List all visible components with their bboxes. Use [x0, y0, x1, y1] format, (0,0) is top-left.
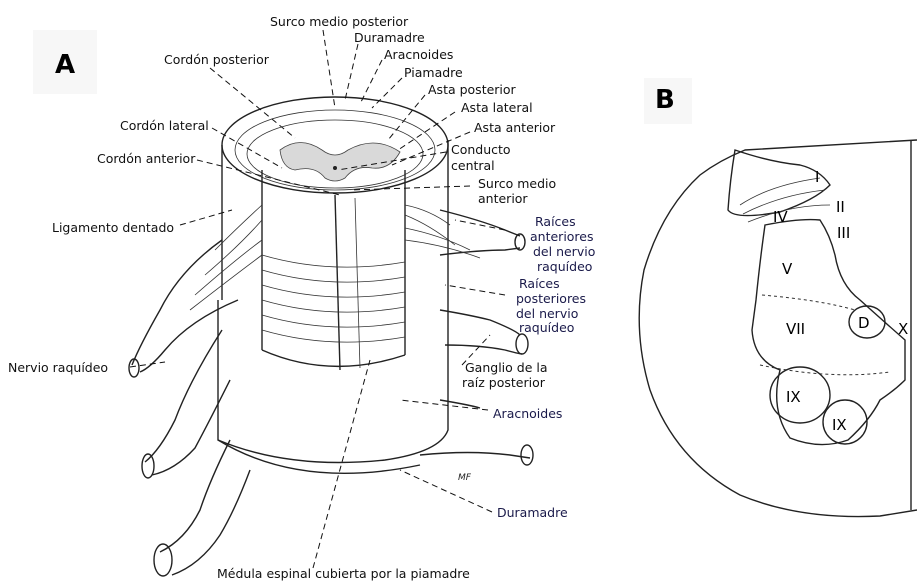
label-ligamento-dentado: Ligamento dentado	[52, 220, 174, 235]
lamina-ix-2: IX	[832, 416, 847, 434]
lamina-x: X	[898, 320, 908, 338]
signature: MF	[458, 473, 472, 483]
label-raices-posteriores-1: Raíces	[519, 276, 560, 291]
label-asta-anterior: Asta anterior	[474, 120, 556, 135]
label-raices-anteriores-4: raquídeo	[537, 259, 592, 274]
label-surco-medio-anterior-2: anterior	[478, 191, 528, 206]
nerve-sleeves-right	[420, 210, 533, 465]
nerve-sleeves-left	[129, 240, 250, 576]
lamina-ix-1: IX	[786, 388, 801, 406]
panel-a-letter: A	[55, 50, 75, 80]
label-ganglio-1: Ganglio de la	[465, 360, 548, 375]
label-duramadre-top: Duramadre	[354, 30, 425, 45]
dura-sleeve	[218, 300, 448, 473]
label-asta-posterior: Asta posterior	[428, 82, 517, 97]
lamina-i: I	[815, 168, 819, 186]
label-raices-posteriores-4: raquídeo	[519, 320, 574, 335]
label-cordon-lateral: Cordón lateral	[120, 118, 209, 133]
lamina-d: D	[858, 314, 870, 332]
lamina-vii: VII	[786, 320, 805, 338]
label-aracnoides-top: Aracnoides	[384, 47, 453, 62]
label-raices-anteriores-2: anteriores	[530, 229, 594, 244]
lamina-iii: III	[837, 224, 850, 242]
label-ganglio-2: raíz posterior	[462, 375, 546, 390]
panel-b-letter: B	[655, 85, 675, 115]
label-piamadre: Piamadre	[404, 65, 463, 80]
spinal-cord-cylinder	[190, 97, 480, 370]
label-raices-anteriores-3: del nervio	[533, 244, 595, 259]
label-conducto-central-2: central	[451, 158, 495, 173]
label-cordon-anterior: Cordón anterior	[97, 151, 196, 166]
label-raices-posteriores-3: del nervio	[516, 306, 578, 321]
label-duramadre-bottom: Duramadre	[497, 505, 568, 520]
label-surco-medio-anterior-1: Surco medio	[478, 176, 556, 191]
lamina-ii: II	[836, 198, 845, 216]
label-medula: Médula espinal cubierta por la piamadre	[217, 566, 470, 581]
label-aracnoides-bottom: Aracnoides	[493, 406, 562, 421]
label-nervio-raquideo: Nervio raquídeo	[8, 360, 108, 375]
panel-a: A	[8, 14, 595, 581]
label-raices-posteriores-2: posteriores	[516, 291, 586, 306]
lamina-v: V	[782, 260, 793, 278]
cord-outline	[639, 140, 917, 517]
panel-b: B I II III IV V VII D X IX IX	[639, 78, 917, 517]
label-cordon-posterior: Cordón posterior	[164, 52, 270, 67]
label-conducto-central-1: Conducto	[451, 142, 511, 157]
label-surco-medio-posterior: Surco medio posterior	[270, 14, 409, 29]
lamina-iv: IV	[773, 208, 788, 226]
label-raices-anteriores-1: Raíces	[535, 214, 576, 229]
label-asta-lateral: Asta lateral	[461, 100, 533, 115]
